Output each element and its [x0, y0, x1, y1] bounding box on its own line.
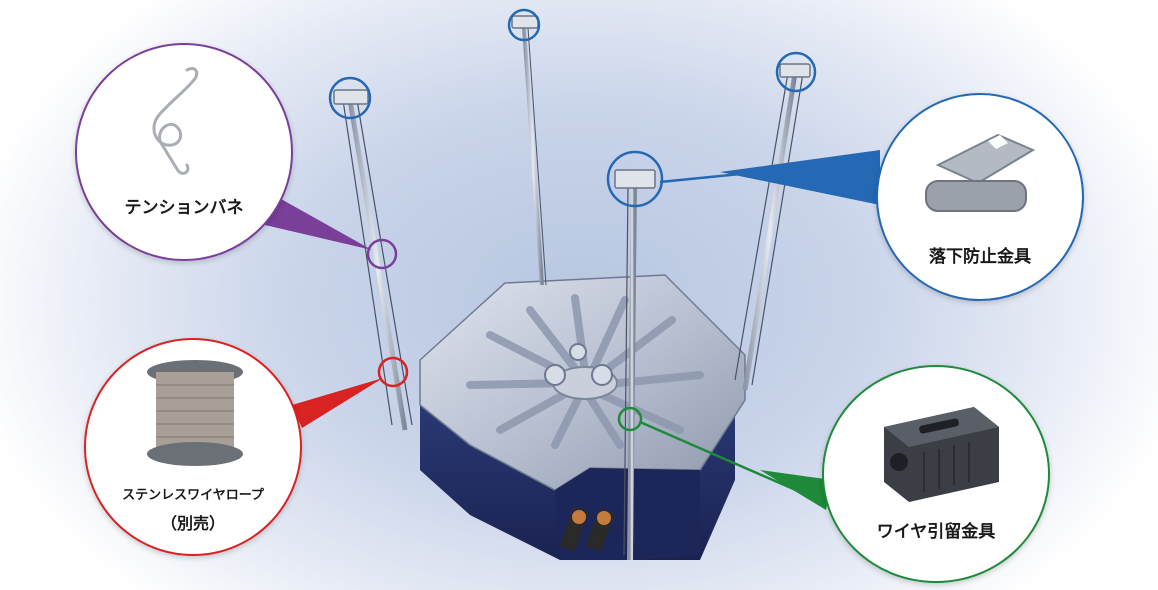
stainless-wire-label: ステンレスワイヤロープ: [122, 488, 264, 503]
hub-bolt-top: [569, 343, 587, 361]
spring-highlight: [366, 238, 398, 270]
wire-spool-icon: [147, 360, 243, 466]
stopper-highlight: [617, 406, 643, 432]
fall-prevention-callout: 落下防止金具: [876, 93, 1084, 301]
pipe-cap: [597, 511, 611, 525]
stopper-leader: [760, 470, 832, 510]
hub-bolt-left: [544, 364, 566, 386]
wire-stopper-callout: ワイヤ引留金具: [822, 365, 1050, 583]
fall-prevention-bracket-icon: [925, 133, 1036, 212]
bracket-highlight-front: [606, 150, 664, 208]
fall-prevention-label: 落下防止金具: [929, 247, 1031, 267]
stainless-wire-sub-label: （別売）: [160, 514, 225, 533]
spring-leader: [265, 190, 372, 250]
tension-spring-label: テンションバネ: [124, 198, 244, 218]
wire-leader: [292, 378, 383, 428]
ceiling-brackets: [333, 15, 811, 189]
stainless-wire-callout: ステンレスワイヤロープ （別売）: [84, 338, 302, 556]
wire-stopper-icon: [884, 407, 999, 502]
hub-bolt-right: [591, 364, 613, 386]
bracket-highlight-top: [507, 8, 541, 42]
wire-highlight: [377, 356, 409, 388]
pipe-cap: [572, 510, 586, 524]
hanging-rods: [342, 27, 804, 561]
tension-spring-icon: [152, 66, 199, 175]
fall-leader: [720, 150, 880, 205]
tension-spring-callout: テンションバネ: [75, 43, 293, 261]
wire-stopper-label: ワイヤ引留金具: [876, 522, 996, 542]
bracket-highlight-left: [328, 76, 372, 120]
bracket-highlight-right: [775, 51, 817, 93]
